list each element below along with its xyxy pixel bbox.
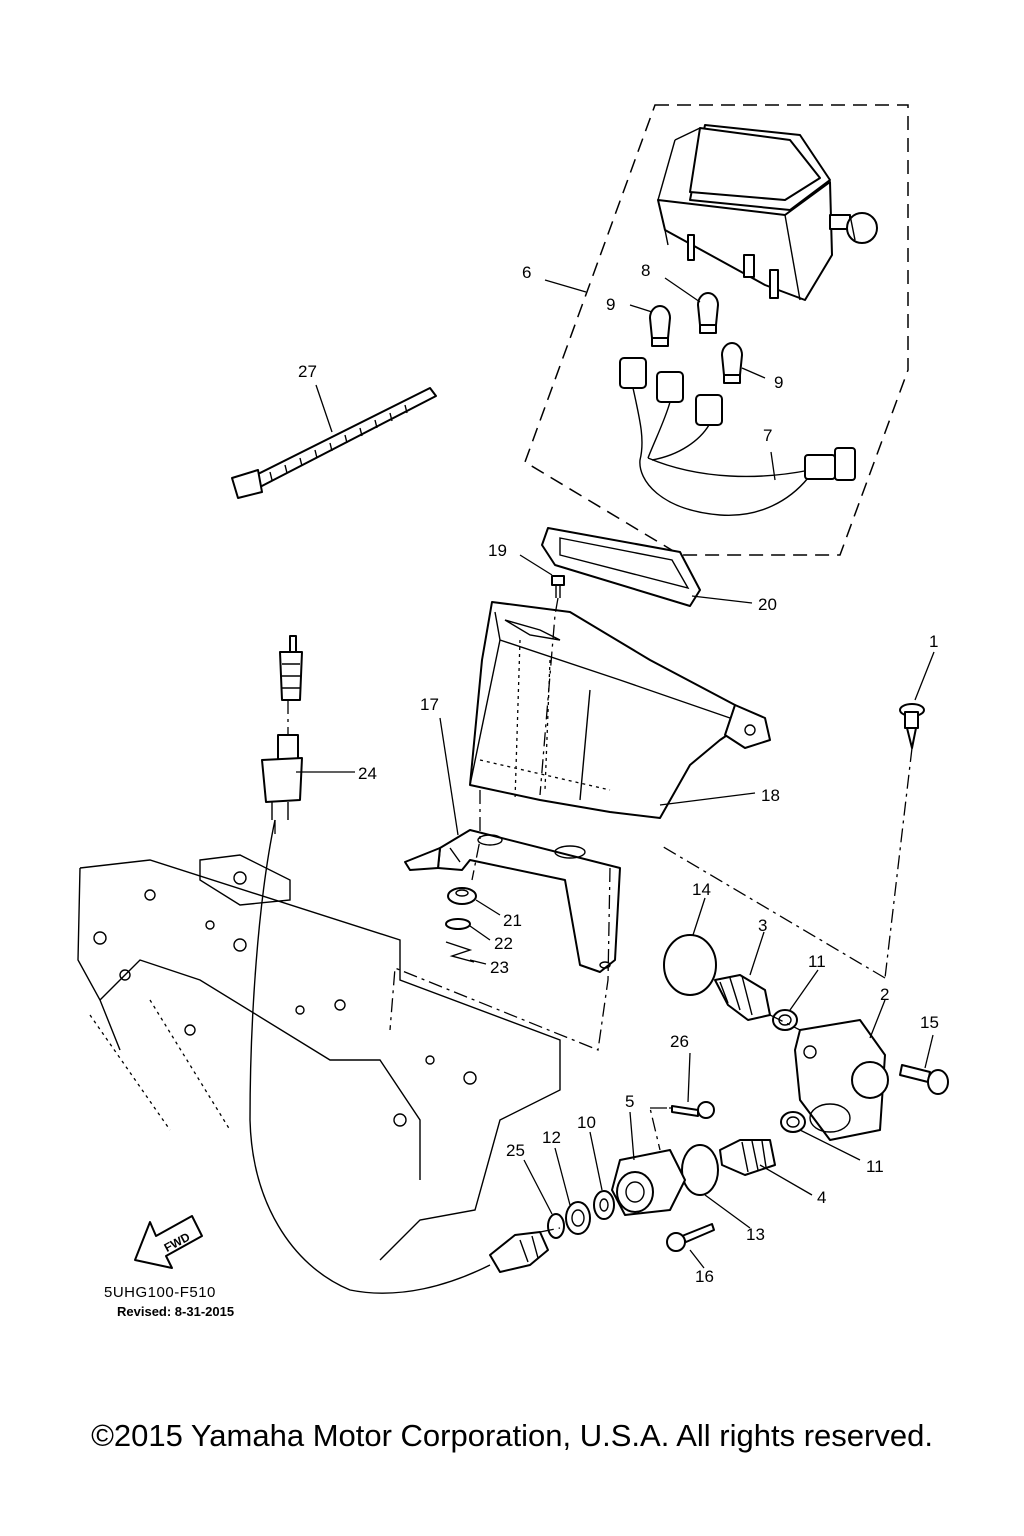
screw-26 [671,1101,715,1119]
meter-stay-bracket [404,829,621,973]
gear-housing-2 [794,1019,889,1141]
callout-18: 18 [761,786,780,805]
cable-end-fitting [489,1231,549,1273]
clip-23 [445,941,475,963]
grommet-21 [447,887,477,905]
bulb-9-right [721,342,743,384]
meter-cover [541,527,701,607]
assembly-lines [274,597,913,1233]
callout-21: 21 [503,911,522,930]
callout-1: 1 [929,632,938,651]
bolt-1 [899,703,925,749]
callout-20: 20 [758,595,777,614]
gear-3 [714,974,771,1021]
callout-24: 24 [358,764,377,783]
callout-3: 3 [758,916,767,935]
meter-assembly-boundary [524,104,909,556]
callout-17: 17 [420,695,439,714]
oil-seal-12 [565,1201,591,1235]
gear-4 [719,1139,776,1176]
cable-run [249,819,491,1294]
callout-14: 14 [692,880,711,899]
bulb-8 [697,292,719,334]
diagram-reference-code: 5UHG100-F510 [104,1284,216,1301]
meter-wire-harness [619,357,856,517]
callout-5: 5 [625,1092,634,1111]
cable-tie [231,387,437,499]
callout-11b: 11 [866,1157,884,1176]
speedometer-cable [261,635,303,820]
callout-8: 8 [641,261,650,280]
o-ring-25 [547,1213,565,1239]
handlebar-frame [77,854,561,1261]
callout-11a: 11 [808,952,826,971]
screw-19 [551,575,565,598]
callout-25: 25 [506,1141,525,1160]
callout-26: 26 [670,1032,689,1051]
bulb-9-left [649,305,671,347]
callout-7: 7 [763,426,772,445]
callout-4: 4 [817,1188,826,1207]
callout-13: 13 [746,1225,765,1244]
callout-9a: 9 [606,295,615,314]
callout-12: 12 [542,1128,561,1147]
revision-date: Revised: 8-31-2015 [117,1304,235,1319]
callout-6: 6 [522,263,531,282]
callout-2: 2 [880,985,889,1004]
leader-lines [296,277,935,1269]
washer-22 [445,918,471,930]
bushing-11-upper [772,1009,798,1031]
callouts: 1 2 3 4 5 6 7 8 9 9 10 11 11 12 13 14 15… [298,261,939,1286]
o-ring-13 [681,1144,719,1196]
callout-22: 22 [494,934,513,953]
bushing-11-lower [780,1111,806,1133]
copyright-notice: ©2015 Yamaha Motor Corporation, U.S.A. A… [91,1418,933,1453]
bolt-15 [899,1064,949,1095]
speedometer-housing [657,124,878,301]
callout-16: 16 [695,1267,714,1286]
callout-9b: 9 [774,373,783,392]
gear-unit-5 [611,1149,686,1216]
fwd-arrow: FWD [134,1215,203,1269]
callout-15: 15 [920,1013,939,1032]
callout-10: 10 [577,1113,596,1132]
o-ring-14 [663,934,717,996]
callout-19: 19 [488,541,507,560]
callout-27: 27 [298,362,317,381]
callout-23: 23 [490,958,509,977]
meter-housing [469,601,771,819]
washer-10 [593,1190,615,1220]
screw-16 [666,1223,715,1252]
